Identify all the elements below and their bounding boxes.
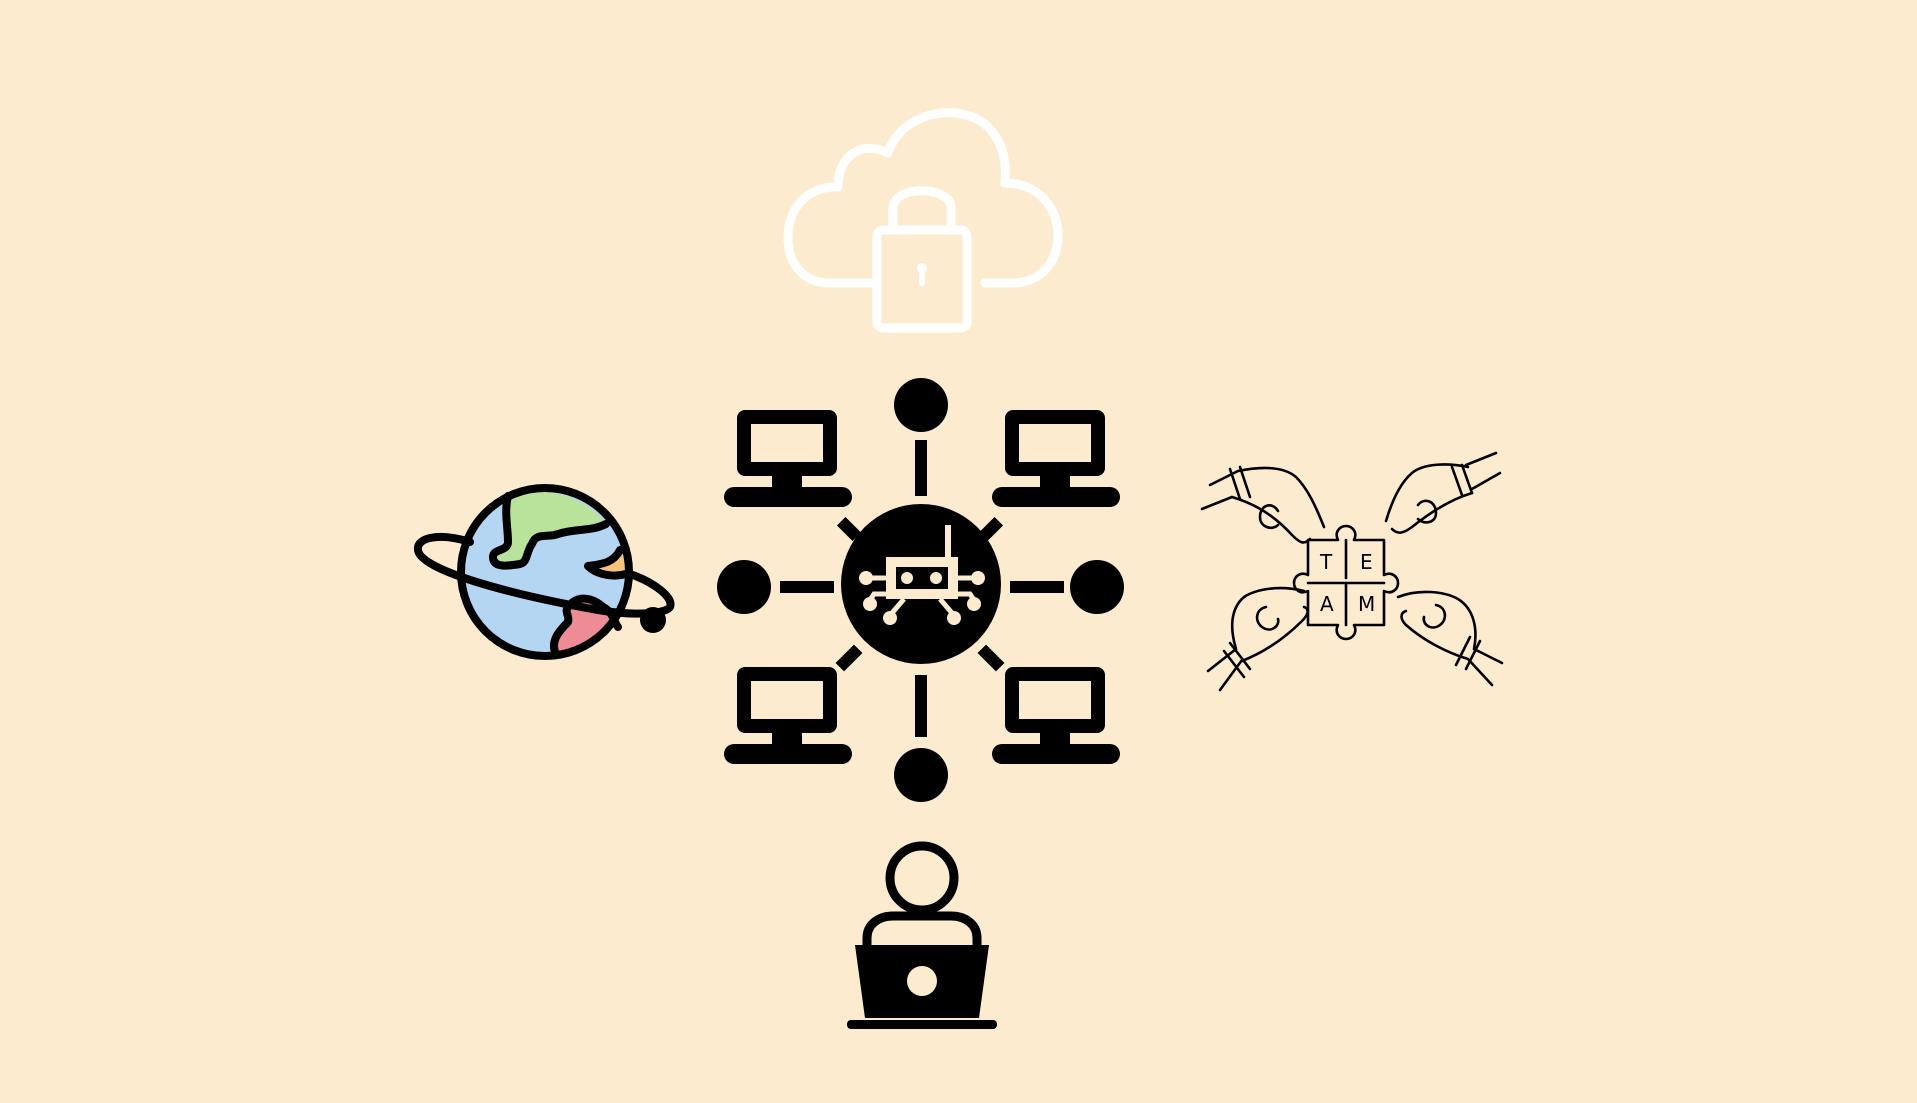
desktop-computer-icon	[992, 410, 1120, 507]
desktop-computer-icon	[724, 667, 852, 764]
diagram-title: AI agent network connecting cloud securi…	[0, 0, 1, 1]
team-puzzle-hands-icon: Teamwork puzzle T E A M	[1200, 445, 1510, 700]
svg-text:A: A	[1320, 592, 1334, 616]
network-hub: AI robot hub	[700, 370, 1140, 810]
robot-chip-icon	[859, 525, 985, 625]
node-right-icon	[1070, 560, 1124, 614]
cloud-lock-icon: Secure cloud	[780, 105, 1065, 340]
globe-planet-icon: Global planet	[408, 482, 683, 667]
desktop-computer-icon	[724, 410, 852, 507]
node-top-icon	[894, 378, 948, 432]
svg-text:T: T	[1319, 550, 1333, 574]
svg-text:E: E	[1360, 550, 1373, 574]
node-left-icon	[717, 560, 771, 614]
desktop-computer-icon	[992, 667, 1120, 764]
svg-text:M: M	[1358, 592, 1375, 616]
node-bottom-icon	[894, 748, 948, 802]
user-laptop-icon: User at laptop	[845, 840, 997, 1032]
